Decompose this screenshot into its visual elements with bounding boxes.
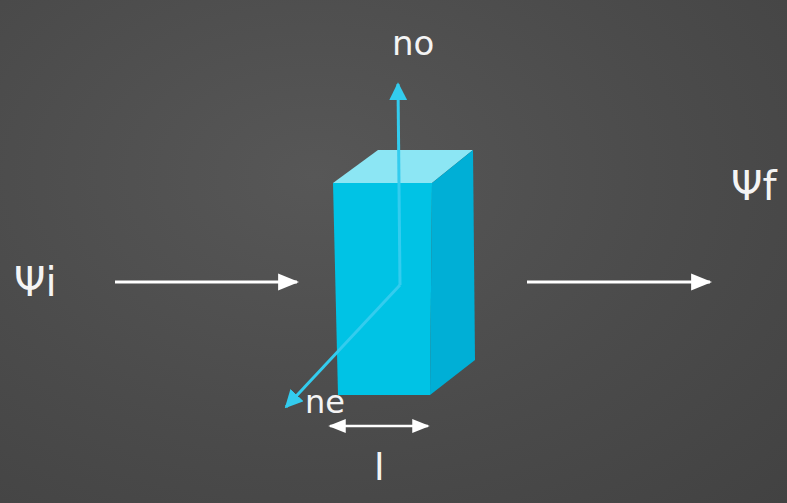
incident-arrow xyxy=(115,281,297,284)
output-arrow xyxy=(527,281,710,284)
output-state-label: Ψf xyxy=(731,166,777,206)
thickness-label: l xyxy=(374,448,385,486)
ordinary-index-label: no xyxy=(392,26,434,60)
ordinary-axis xyxy=(398,84,400,285)
input-state-label: Ψi xyxy=(14,262,57,302)
slab-side xyxy=(430,150,475,395)
slab-front xyxy=(333,183,432,395)
extraordinary-index-label: ne xyxy=(305,386,345,418)
thickness-arrow xyxy=(330,425,428,428)
